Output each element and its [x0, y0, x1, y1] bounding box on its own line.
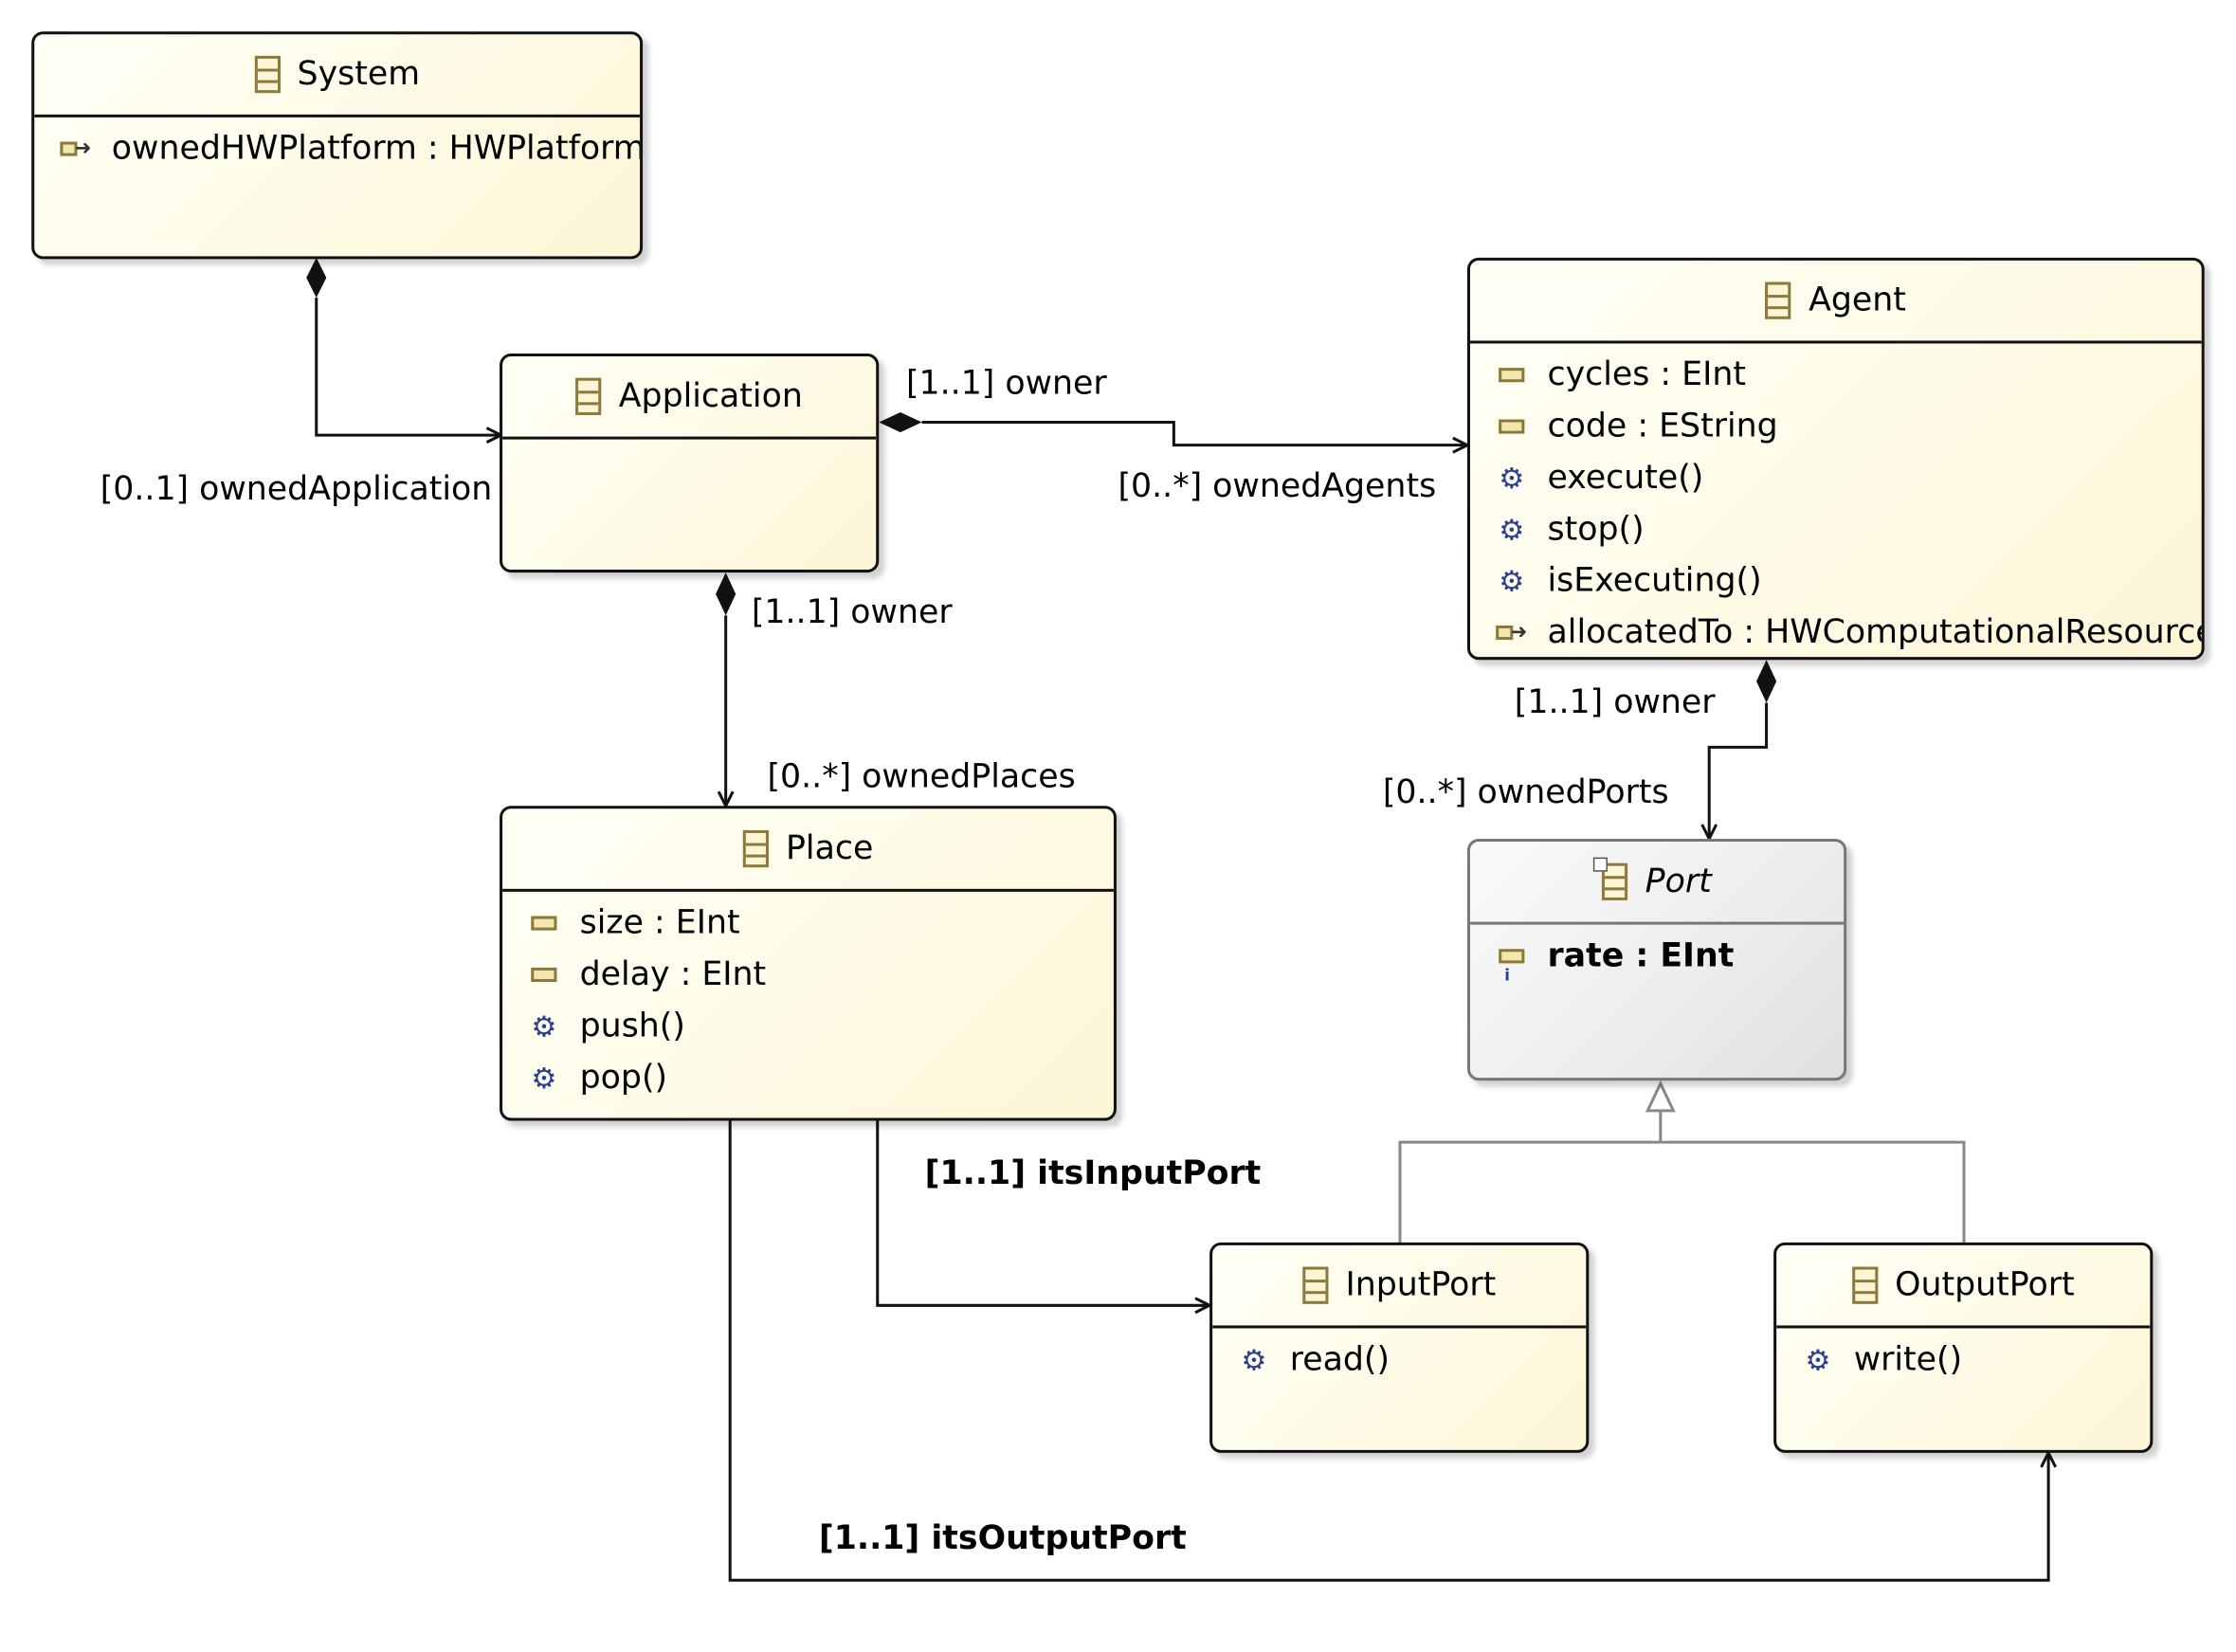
class-agent[interactable]: Agent cycles : EInt code : EString ⚙ exec…: [1466, 257, 2205, 661]
class-header: Agent: [1469, 261, 2202, 344]
operation-row[interactable]: ⚙ execute(): [1470, 452, 2202, 503]
operation-row[interactable]: ⚙ write(): [1776, 1334, 2150, 1386]
attribute-text: delay : EInt: [579, 955, 767, 994]
operation-text: stop(): [1547, 511, 1645, 549]
class-port[interactable]: Port i rate : EInt: [1466, 838, 1847, 1081]
composition-diamond: [306, 257, 327, 299]
class-inputport[interactable]: InputPort ⚙ read(): [1209, 1242, 1590, 1453]
class-header: Application: [502, 356, 877, 440]
composition-diamond: [879, 411, 922, 433]
class-application[interactable]: Application: [500, 354, 880, 573]
class-header: Place: [502, 808, 1114, 892]
operation-text: read(): [1289, 1341, 1391, 1379]
attribute-row[interactable]: size : EInt: [502, 898, 1114, 949]
class-header: OutputPort: [1776, 1245, 2151, 1329]
attribute-icon: [531, 967, 557, 982]
class-icon: [742, 829, 769, 868]
reference-icon: ➜: [1496, 621, 1527, 644]
gear-icon: ⚙: [1805, 1342, 1831, 1377]
edge-its-output-port[interactable]: [728, 1120, 2048, 1582]
operation-text: pop(): [579, 1059, 668, 1097]
class-icon: [254, 55, 281, 94]
label-owned-places: [0..*] ownedPlaces: [767, 758, 1076, 796]
reference-row[interactable]: ➜ ownedHWPlatform : HWPlatform: [34, 123, 640, 174]
class-icon: [1302, 1266, 1329, 1304]
attribute-row[interactable]: delay : EInt: [502, 949, 1114, 1000]
class-name: OutputPort: [1895, 1266, 2075, 1304]
operation-row[interactable]: ⚙ stop(): [1470, 504, 2202, 555]
attribute-icon: [531, 916, 557, 931]
operation-text: write(): [1853, 1341, 1963, 1379]
label-agent-owner: [1..1] owner: [1514, 683, 1716, 722]
reference-text: allocatedTo : HWComputationalResource: [1547, 613, 2205, 652]
class-name: InputPort: [1345, 1266, 1497, 1304]
label-its-input-port: [1..1] itsInputPort: [924, 1154, 1262, 1192]
gear-icon: ⚙: [1499, 564, 1525, 599]
gear-icon: ⚙: [1499, 512, 1525, 547]
attribute-icon: [1499, 419, 1525, 434]
attribute-text: rate : EInt: [1547, 937, 1735, 975]
edge-owned-agents[interactable]: [879, 411, 1467, 445]
composition-diamond: [716, 572, 736, 616]
reference-icon: ➜: [60, 137, 92, 160]
abstract-class-icon: [1593, 857, 1628, 900]
operation-text: execute(): [1547, 459, 1704, 498]
class-icon: [1851, 1266, 1879, 1304]
edge-owned-application[interactable]: [306, 257, 500, 435]
reference-row[interactable]: ➜ allocatedTo : HWComputationalResource: [1470, 607, 2205, 657]
static-attribute-row[interactable]: i rate : EInt: [1470, 931, 1844, 985]
class-icon: [1765, 281, 1791, 319]
class-name: System: [297, 55, 421, 94]
label-its-output-port: [1..1] itsOutputPort: [818, 1519, 1187, 1558]
operation-row[interactable]: ⚙ isExecuting(): [1470, 555, 2202, 607]
class-system[interactable]: System ➜ ownedHWPlatform : HWPlatform: [31, 31, 644, 260]
class-name: Agent: [1809, 281, 1906, 319]
label-owned-application: [0..1] ownedApplication: [100, 470, 493, 509]
gear-icon: ⚙: [1499, 461, 1525, 496]
label-owned-agents: [0..*] ownedAgents: [1118, 467, 1437, 506]
class-header: InputPort: [1212, 1245, 1587, 1329]
class-name: Application: [618, 377, 803, 415]
edge-owned-ports[interactable]: [1709, 660, 1777, 839]
operation-row[interactable]: ⚙ push(): [502, 1001, 1114, 1052]
attribute-icon: [1499, 368, 1525, 383]
attribute-row[interactable]: code : EString: [1470, 401, 2202, 452]
generalization-triangle: [1645, 1080, 1676, 1113]
attribute-text: cycles : EInt: [1547, 356, 1747, 394]
operation-text: push(): [579, 1008, 685, 1045]
attribute-row[interactable]: cycles : EInt: [1470, 349, 2202, 400]
operation-row[interactable]: ⚙ read(): [1212, 1334, 1586, 1386]
operation-row[interactable]: ⚙ pop(): [502, 1052, 1114, 1103]
class-header: System: [34, 34, 641, 118]
composition-diamond: [1756, 660, 1777, 703]
class-outputport[interactable]: OutputPort ⚙ write(): [1773, 1242, 2154, 1453]
edge-owned-places[interactable]: [716, 572, 736, 806]
operation-text: isExecuting(): [1547, 562, 1762, 600]
static-attribute-icon: i: [1496, 949, 1527, 985]
attribute-text: code : EString: [1547, 408, 1778, 445]
gear-icon: ⚙: [1241, 1342, 1267, 1377]
class-name: Port: [1645, 862, 1712, 900]
class-place[interactable]: Place size : EInt delay : EInt ⚙ push() ⚙…: [500, 806, 1117, 1121]
label-app-owner-agents: [1..1] owner: [905, 365, 1107, 403]
edge-its-input-port[interactable]: [876, 1120, 1209, 1305]
class-name: Place: [785, 829, 874, 868]
class-icon: [575, 377, 602, 415]
label-owned-ports: [0..*] ownedPorts: [1382, 774, 1669, 812]
gear-icon: ⚙: [531, 1061, 557, 1096]
class-header: Port: [1469, 842, 1845, 925]
attribute-text: size : EInt: [579, 904, 740, 942]
generalization-edges[interactable]: [1398, 1080, 1966, 1243]
label-app-owner-places: [1..1] owner: [751, 593, 953, 631]
reference-text: ownedHWPlatform : HWPlatform: [111, 130, 644, 168]
gear-icon: ⚙: [531, 1008, 557, 1044]
